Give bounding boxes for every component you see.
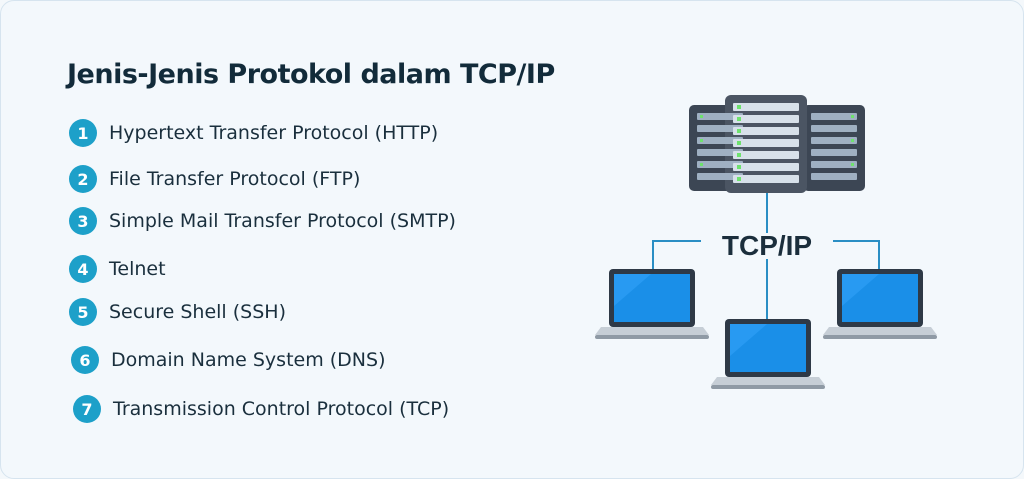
- laptop-icon: [823, 269, 937, 339]
- protocol-label: Telnet: [109, 258, 166, 280]
- number-badge: 2: [69, 165, 97, 193]
- protocol-label: Secure Shell (SSH): [109, 301, 286, 323]
- number-badge: 5: [69, 298, 97, 326]
- hub-label: TCP/IP: [722, 230, 812, 261]
- protocol-label: Simple Mail Transfer Protocol (SMTP): [109, 210, 456, 232]
- list-item-dns: 6 Domain Name System (DNS): [71, 344, 385, 376]
- list-item-telnet: 4 Telnet: [69, 253, 166, 285]
- number-badge: 7: [73, 395, 101, 423]
- list-item-http: 1 Hypertext Transfer Protocol (HTTP): [69, 117, 438, 149]
- protocol-label: Hypertext Transfer Protocol (HTTP): [109, 122, 439, 144]
- list-item-ssh: 5 Secure Shell (SSH): [69, 296, 286, 328]
- list-item-tcp: 7 Transmission Control Protocol (TCP): [73, 393, 449, 425]
- server-rack-icon: [689, 95, 865, 193]
- list-item-ftp: 2 File Transfer Protocol (FTP): [69, 163, 360, 195]
- number-badge: 6: [71, 346, 99, 374]
- protocol-label: Transmission Control Protocol (TCP): [113, 398, 450, 420]
- laptop-icon: [711, 319, 825, 389]
- connector-lines: [652, 193, 880, 321]
- protocol-label: Domain Name System (DNS): [111, 349, 386, 371]
- number-badge: 4: [69, 255, 97, 283]
- network-diagram: TCP/IP: [595, 95, 937, 389]
- laptop-icon: [595, 269, 709, 339]
- page-title: Jenis-Jenis Protokol dalam TCP/IP: [67, 59, 555, 90]
- protocol-label: File Transfer Protocol (FTP): [109, 168, 361, 190]
- number-badge: 1: [69, 119, 97, 147]
- list-item-smtp: 3 Simple Mail Transfer Protocol (SMTP): [69, 205, 456, 237]
- number-badge: 3: [69, 207, 97, 235]
